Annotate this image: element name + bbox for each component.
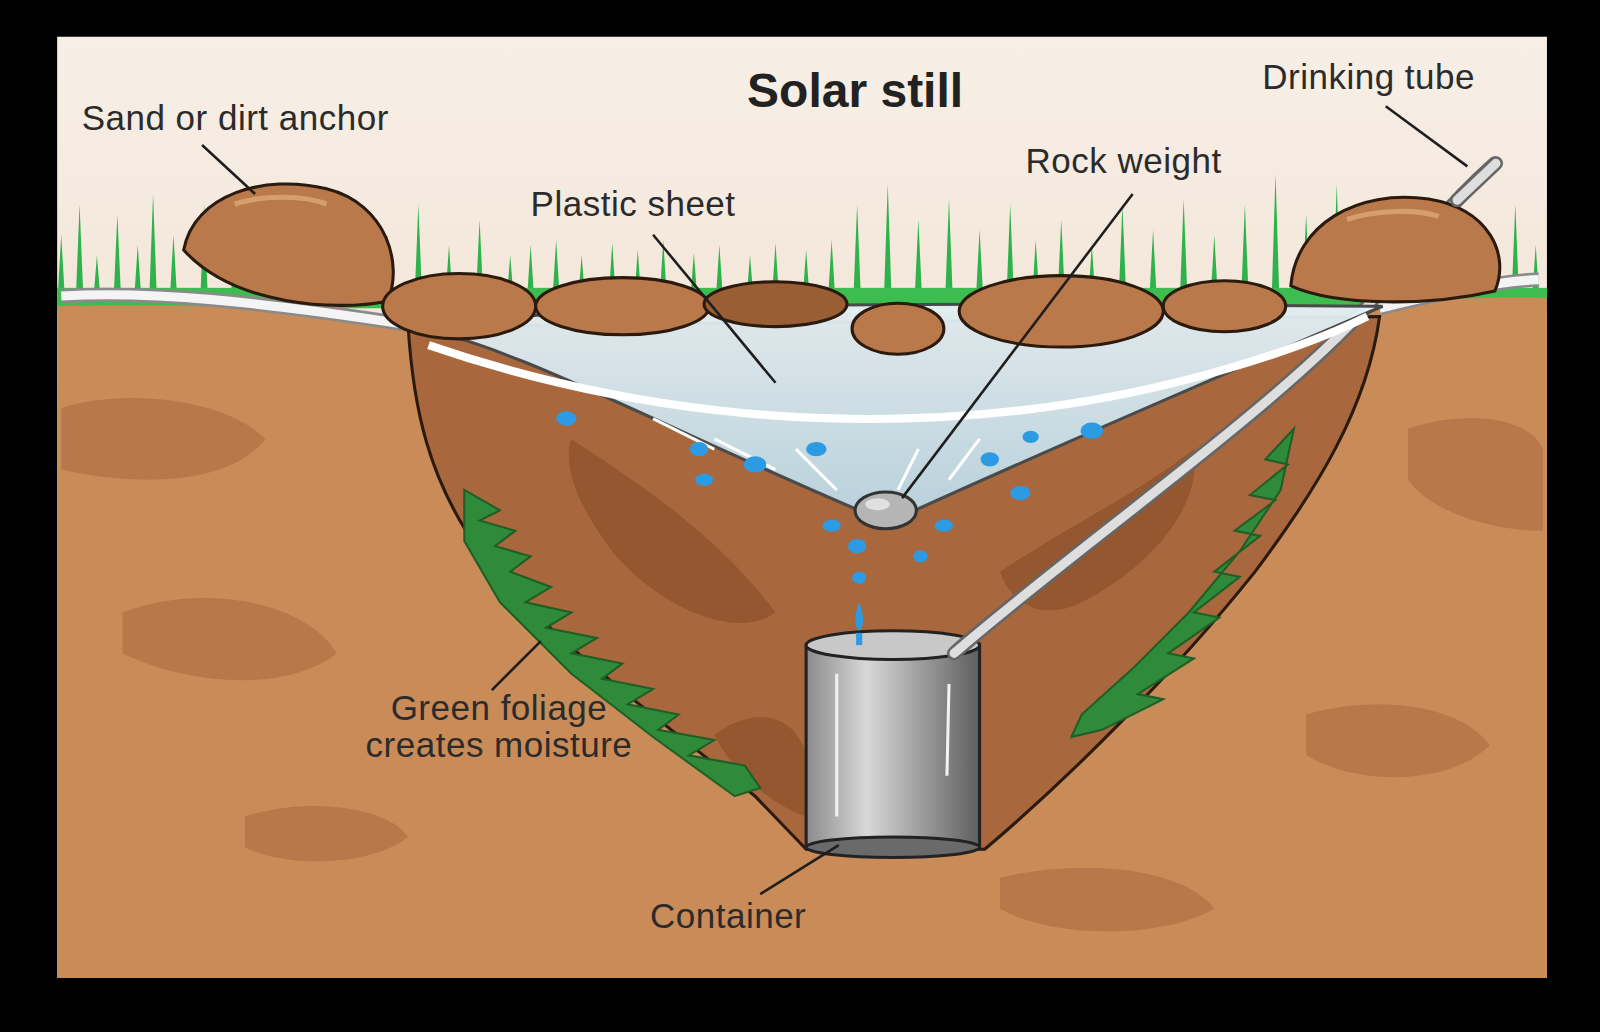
ground-patch	[1000, 868, 1214, 932]
sky	[57, 37, 1547, 978]
rock-shine	[235, 197, 327, 204]
part-label: Plastic sheet	[531, 186, 736, 223]
part-label: Drinking tube	[1262, 59, 1475, 96]
ground-patch	[1306, 704, 1490, 777]
ground	[57, 297, 1547, 978]
container-base	[806, 837, 979, 857]
diagram-title: Solar still	[747, 63, 963, 118]
ground-patch	[61, 398, 265, 480]
anchor-rocks	[184, 184, 1500, 354]
water-droplets	[556, 411, 1103, 645]
drinking-tube	[1457, 163, 1496, 200]
rock-weight	[855, 492, 916, 529]
ground-patch	[245, 806, 408, 861]
part-label: Sand or dirt anchor	[82, 100, 389, 137]
rock-shine	[1347, 211, 1439, 219]
container	[806, 645, 979, 847]
part-label: Green foliage creates moisture	[349, 690, 649, 764]
sheet-shine	[653, 419, 980, 490]
part-label: Rock weight	[1026, 143, 1222, 180]
plastic-sheet	[403, 304, 1383, 522]
container-shine	[837, 674, 949, 817]
drinking-tube	[1457, 163, 1496, 200]
part-label: Container	[650, 898, 806, 935]
ground-patch	[122, 598, 336, 680]
leader-lines	[202, 106, 1467, 894]
rock-shine	[865, 498, 889, 510]
ground-patch	[1408, 418, 1543, 531]
pit-shade	[569, 439, 776, 623]
